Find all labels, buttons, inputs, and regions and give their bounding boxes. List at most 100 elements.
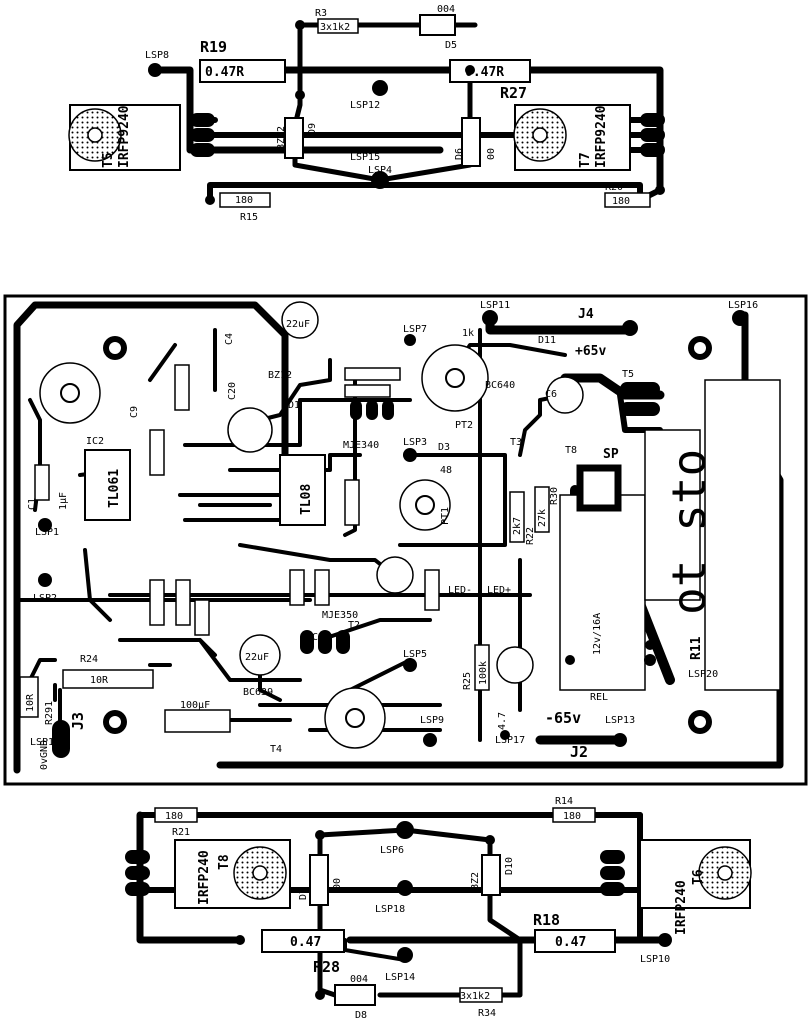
lsp15-label: LSP15 bbox=[350, 152, 380, 163]
t5-label: T5 bbox=[101, 152, 116, 168]
r14-label: R14 bbox=[555, 796, 573, 807]
c22b-value: 22uF bbox=[245, 652, 269, 663]
t8-label: T8 bbox=[217, 854, 232, 870]
c9-label: C9 bbox=[129, 406, 140, 418]
r19-value: 0.47R bbox=[205, 65, 244, 80]
lsp7-label: LSP7 bbox=[403, 324, 427, 335]
r4k7-value: 4.7 bbox=[497, 712, 508, 730]
t7-label: T7 bbox=[578, 152, 593, 168]
ic2-label: IC2 bbox=[86, 436, 104, 447]
board-emblem: ot sto bbox=[662, 449, 716, 615]
main-amplifier-board: TL061 TL08 12v/16A REL SP ot sto bbox=[3, 294, 808, 786]
r21-value: 180 bbox=[165, 811, 183, 822]
r11-label: R11 bbox=[689, 636, 704, 660]
bottom-resistors bbox=[154, 807, 616, 1006]
c20-label: C20 bbox=[227, 382, 238, 400]
sp-label: SP bbox=[603, 447, 619, 462]
t4-label: T4 bbox=[270, 744, 282, 755]
d10-label: D10 bbox=[504, 857, 515, 875]
lsp1-label: LSP1 bbox=[35, 527, 59, 538]
top-pads bbox=[148, 20, 665, 205]
bottom-output-module: IRFP240 T8 IRFP240 T6 18 bbox=[125, 796, 752, 1021]
main-pads bbox=[38, 310, 748, 758]
t5-label: T5 bbox=[622, 369, 634, 380]
r34-label: R34 bbox=[478, 1008, 496, 1019]
bc640-label: BC640 bbox=[485, 380, 515, 391]
r27-value: 0.47R bbox=[465, 65, 504, 80]
lsp12-label: LSP12 bbox=[350, 100, 380, 111]
top-transistor-t5: IRFP9240 T5 bbox=[68, 104, 181, 171]
t2-label: T2 bbox=[348, 620, 360, 631]
t7-part-label: IRFP9240 bbox=[594, 105, 609, 168]
d6-value: 00 bbox=[486, 148, 497, 160]
pt1-label: PT1 bbox=[440, 507, 451, 525]
d11-label: D11 bbox=[538, 335, 556, 346]
r20-value: 180 bbox=[612, 196, 630, 207]
t5-part-label: IRFP9240 bbox=[117, 105, 132, 168]
top-output-module: IRFP9240 T5 IRFP9240 T7 bbox=[68, 4, 665, 223]
d1-label: D1 bbox=[288, 400, 300, 411]
d7-value: 00 bbox=[332, 878, 343, 890]
mje350-label: MJE350 bbox=[322, 610, 358, 621]
d5-label: D5 bbox=[445, 40, 457, 51]
r25-label: R25 bbox=[462, 672, 473, 690]
main-transistor-pots bbox=[39, 301, 584, 749]
r20-label: R20 bbox=[605, 182, 623, 193]
d6-label: D6 bbox=[454, 148, 465, 160]
lsp9-label: LSP9 bbox=[420, 715, 444, 726]
r19-label: R19 bbox=[200, 38, 227, 56]
d48-label: 48 bbox=[440, 465, 452, 476]
t3-label: T3 bbox=[510, 437, 522, 448]
d004-label: 004 bbox=[350, 974, 368, 985]
bc639-label: BC639 bbox=[243, 687, 273, 698]
pt2-label: PT2 bbox=[455, 420, 473, 431]
r28-label: R28 bbox=[313, 958, 340, 976]
lsp19-label: LSP19 bbox=[30, 737, 60, 748]
r28-value: 0.47 bbox=[290, 935, 321, 950]
r2k7-value: 2k7 bbox=[512, 517, 523, 535]
lsp13-label: LSP13 bbox=[605, 715, 635, 726]
j4-label: J4 bbox=[578, 307, 594, 322]
c1-label: C1 bbox=[27, 498, 38, 510]
ic-chips: TL061 TL08 bbox=[84, 449, 326, 526]
j3-label: J3 bbox=[69, 712, 87, 730]
lsp11-label: LSP11 bbox=[480, 300, 510, 311]
bottom-transistor-t6: IRFP240 T6 bbox=[639, 839, 752, 935]
top-transistor-t7: IRFP9240 T7 bbox=[513, 104, 631, 171]
lsp18-label: LSP18 bbox=[375, 904, 405, 915]
r291-label: R291 bbox=[44, 701, 55, 725]
lsp4-label: LSP4 bbox=[368, 165, 392, 176]
lsp6-label: LSP6 bbox=[380, 845, 404, 856]
lsp2-label: LSP2 bbox=[33, 593, 57, 604]
lsp8-label: LSP8 bbox=[145, 50, 169, 61]
c1-value: 1µF bbox=[58, 492, 69, 510]
led-minus-label: LED- bbox=[448, 585, 472, 596]
lsp14-label: LSP14 bbox=[385, 972, 415, 983]
r22-label: R22 bbox=[525, 527, 536, 545]
tl08-label: TL08 bbox=[299, 484, 314, 515]
r15-value: 180 bbox=[235, 195, 253, 206]
minus65-label: -65v bbox=[545, 709, 581, 727]
d8-label: D8 bbox=[355, 1010, 367, 1021]
r3-value: 3x1k2 bbox=[320, 22, 350, 33]
lsp5-label: LSP5 bbox=[403, 649, 427, 660]
tl061-label: TL061 bbox=[107, 469, 122, 508]
r25-value: 100k bbox=[478, 661, 489, 685]
j2-label: J2 bbox=[570, 743, 588, 761]
c8-label: C8 bbox=[312, 632, 324, 643]
bz12-label: BZ12 bbox=[268, 370, 292, 381]
c22-value: 22uF bbox=[286, 319, 310, 330]
c100-value: 100µF bbox=[180, 700, 210, 711]
d004-label: 004 bbox=[437, 4, 455, 15]
c4-label: C4 bbox=[224, 333, 235, 345]
relay-value: 12v/16A bbox=[592, 613, 603, 655]
top-resistors bbox=[199, 14, 651, 208]
d9-label: D9 bbox=[307, 123, 318, 135]
d7-label: D7 bbox=[298, 888, 309, 900]
r3-label: R3 bbox=[315, 8, 327, 19]
led-plus-label: LED+ bbox=[487, 585, 511, 596]
lsp16-label: LSP16 bbox=[728, 300, 758, 311]
d3-label: D3 bbox=[438, 442, 450, 453]
r21-label: R21 bbox=[172, 827, 190, 838]
